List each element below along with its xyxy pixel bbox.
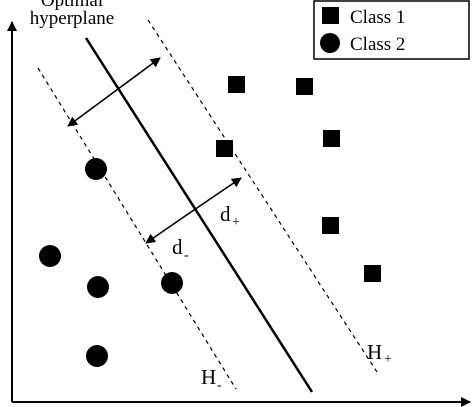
legend-box [313,0,470,60]
svg-text:d: d [220,202,231,226]
svg-text:-: - [217,378,222,393]
d-minus-arrow [145,211,192,244]
svg-text:-: - [184,248,189,263]
class-1-point [364,265,381,282]
svg-text:d: d [172,235,183,259]
legend-class-1-label: Class 1 [350,7,405,28]
title-line-2: hyperplane [30,8,114,29]
d-minus-label: d - [172,235,189,263]
legend: Class 1 Class 2 [313,0,470,60]
class-2-point [161,272,183,294]
class-1-point [322,217,339,234]
h-minus-margin-line [37,67,237,390]
class-1-point [228,76,245,93]
svg-text:+: + [384,352,392,367]
title-line-1: Optimal [41,0,103,11]
d-plus-arrow [190,177,242,213]
svg-text:H: H [201,365,216,389]
h-plus-margin-line [147,19,378,373]
class-2-point [86,345,108,367]
d-plus-label: d + [220,202,240,230]
class-1-point [296,78,313,95]
class-2-points [39,158,183,367]
class-1-points [216,76,381,282]
class-2-point [85,158,107,180]
svg-text:H: H [367,340,382,364]
svg-text:+: + [232,215,240,230]
class-1-point [216,140,233,157]
class-2-point [39,245,61,267]
legend-circle-marker [320,33,340,53]
legend-class-2-label: Class 2 [350,34,405,55]
h-minus-label: H - [201,365,222,393]
total-margin-arrow [67,57,161,127]
class-2-point [87,276,109,298]
legend-square-marker [322,7,339,24]
class-1-point [323,130,340,147]
optimal-hyperplane-line [84,37,314,393]
h-plus-label: H + [367,340,392,367]
